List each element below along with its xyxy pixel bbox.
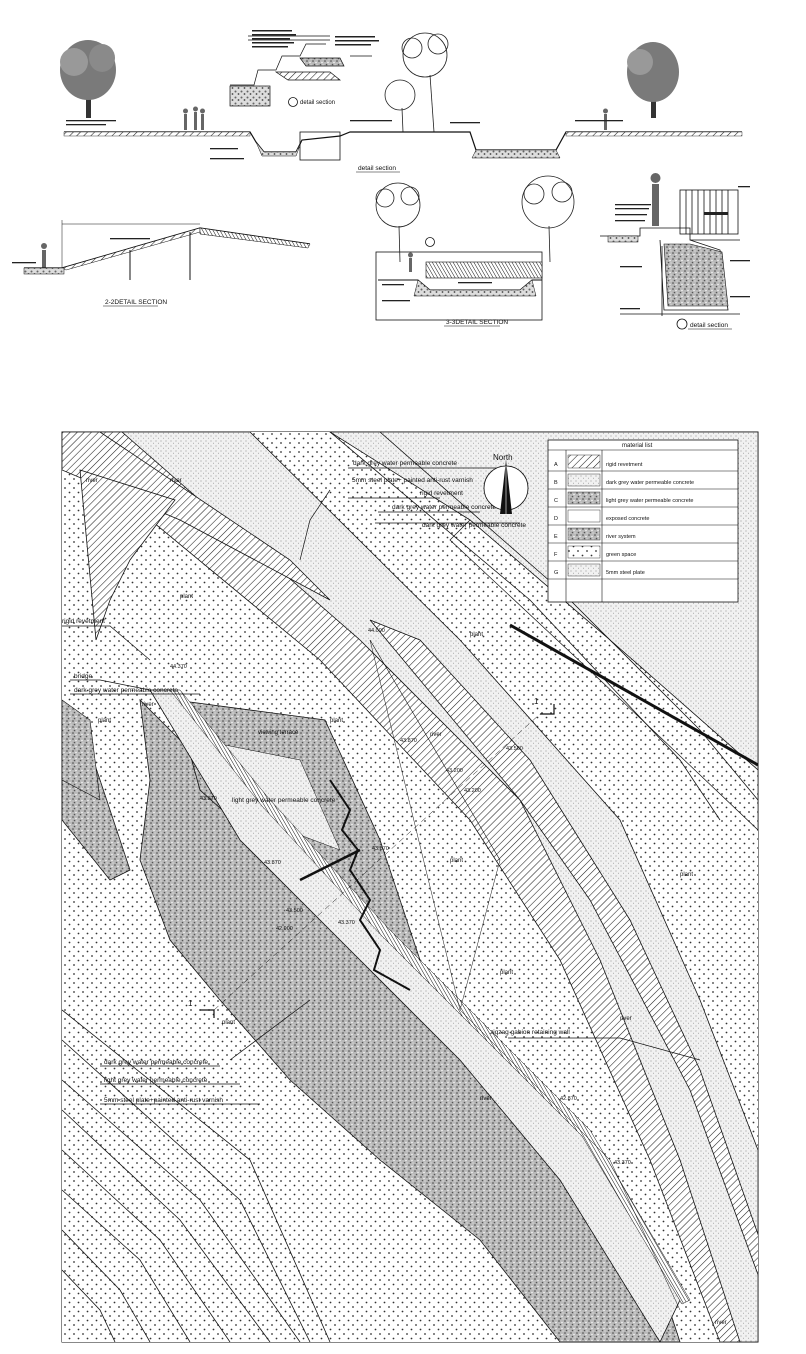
detail-section-b: detail section: [600, 173, 750, 330]
tree-icon: [627, 42, 679, 118]
tree-icon: [375, 175, 575, 263]
detail-section-main-label: detail section: [358, 165, 396, 172]
label-plant: plant: [500, 970, 513, 976]
elevation-mark: 43.200: [446, 768, 463, 774]
label-plant: plant: [470, 632, 483, 638]
callout-steel-plate-bottom: 5mm steel plate+painted anti-rust varnis…: [104, 1097, 223, 1104]
label-river: river: [170, 478, 182, 484]
elevation-mark: 43.370: [614, 1160, 631, 1166]
section-2-2-label: 2-2DETAIL SECTION: [105, 299, 167, 306]
callout-gabion-wall: zigzag gabion retaining wall: [490, 1029, 570, 1036]
legend-desc: 5mm steel plate: [606, 570, 645, 576]
label-river: river: [715, 1320, 727, 1326]
label-river: river: [620, 1016, 632, 1022]
elevation-mark: 43.500: [286, 908, 303, 914]
label-plant: plant: [450, 858, 463, 864]
legend-desc: exposed concrete: [606, 516, 649, 522]
elevation-mark: 43.500: [506, 746, 523, 752]
legend-desc: dark grey water permeable concrete: [606, 480, 694, 486]
elevation-mark: 43.870: [264, 860, 281, 866]
label-plant: plant: [98, 718, 111, 724]
legend-code: A: [554, 462, 558, 468]
elevation-mark: 44.370: [170, 664, 187, 670]
section-mark: 1: [534, 697, 539, 706]
callout-dark-grey-top: dark grey water permeable concrete: [353, 460, 457, 467]
label-river: river: [480, 1096, 492, 1102]
river-left: [62, 432, 331, 601]
detail-section-1-1: detail section detail section: [60, 30, 743, 173]
lower-left-bank: [62, 1009, 331, 1342]
tree-icon: [384, 32, 449, 133]
callout-rigid-revetment-left: rigid revetment: [62, 618, 105, 625]
legend-code: B: [554, 480, 558, 486]
site-plan: dark grey water permeable concrete 5mm s…: [61, 431, 759, 1343]
callout-steel-plate-top: 5mm steel plate+ painted anti-rust varni…: [352, 477, 473, 484]
legend-code: D: [554, 516, 558, 522]
north-label: North: [493, 453, 513, 462]
people-icon: [183, 106, 608, 130]
person-icon: [408, 252, 413, 272]
legend-desc: river system: [606, 534, 636, 540]
elevation-mark: 43.870: [400, 738, 417, 744]
legend-code: E: [554, 534, 558, 540]
section-3-3-label: 3-3DETAIL SECTION: [446, 319, 508, 326]
callout-dark-grey-mid1: dark grey water permeable concrete: [392, 504, 496, 511]
north-arrow-icon: [483, 460, 529, 514]
elevation-mark: 44.000: [368, 628, 385, 634]
label-river: river: [86, 478, 98, 484]
callout-dark-grey-mid2: dark grey water permeable concrete: [422, 522, 526, 529]
legend-title: material list: [622, 443, 653, 449]
label-river: river: [142, 702, 154, 708]
legend-desc: green space: [606, 552, 636, 558]
elevation-mark: 43.200: [464, 788, 481, 794]
label-plant: plant: [180, 594, 193, 600]
elevation-mark: 43.870: [372, 846, 389, 852]
detail-section-2-2: 2-2DETAIL SECTION: [12, 220, 311, 307]
callout-bridge: bridge: [74, 673, 92, 680]
section-b-label: detail section: [690, 322, 728, 329]
detail-section-small-label: detail section: [300, 100, 335, 106]
elevation-mark: 43.370: [338, 920, 355, 926]
legend-code: F: [554, 552, 558, 558]
label-viewing-terrace: viewing terrace: [258, 730, 299, 736]
label-plant: plant: [222, 1020, 235, 1026]
callout-light-grey-center: light grey water permeable concrete: [232, 797, 336, 804]
tree-icon: [60, 40, 116, 118]
legend-code: G: [554, 570, 558, 576]
detail-section-3-3: 3-3DETAIL SECTION: [375, 175, 575, 327]
legend-desc: rigid revetment: [606, 462, 643, 468]
material-legend: material list A rigid revetment: [547, 439, 739, 603]
callout-light-grey-bottom: light grey water permeable concrete: [104, 1077, 208, 1084]
steel-plate-strip: [169, 689, 691, 1305]
elevation-mark: 42.870: [560, 1096, 577, 1102]
callout-rigid-revetment-top: rigid revetment: [420, 490, 463, 497]
label-river: river: [430, 732, 442, 738]
callout-dark-grey-bottom: dark grey water permeable concrete: [104, 1059, 208, 1066]
section-mark: 1: [188, 999, 193, 1008]
elevation-mark: 43.870: [200, 796, 217, 802]
label-plant: plant: [680, 872, 693, 878]
person-icon: [650, 173, 661, 226]
person-icon: [41, 243, 47, 268]
gabion-wall: [329, 779, 411, 991]
legend-code: C: [554, 498, 558, 504]
callout-dark-grey-left: dark grey water permeable concrete: [74, 687, 178, 694]
legend-desc: light grey water permeable concrete: [606, 498, 693, 504]
elevation-mark: 42.900: [276, 926, 293, 932]
label-plant: plant: [330, 718, 343, 724]
